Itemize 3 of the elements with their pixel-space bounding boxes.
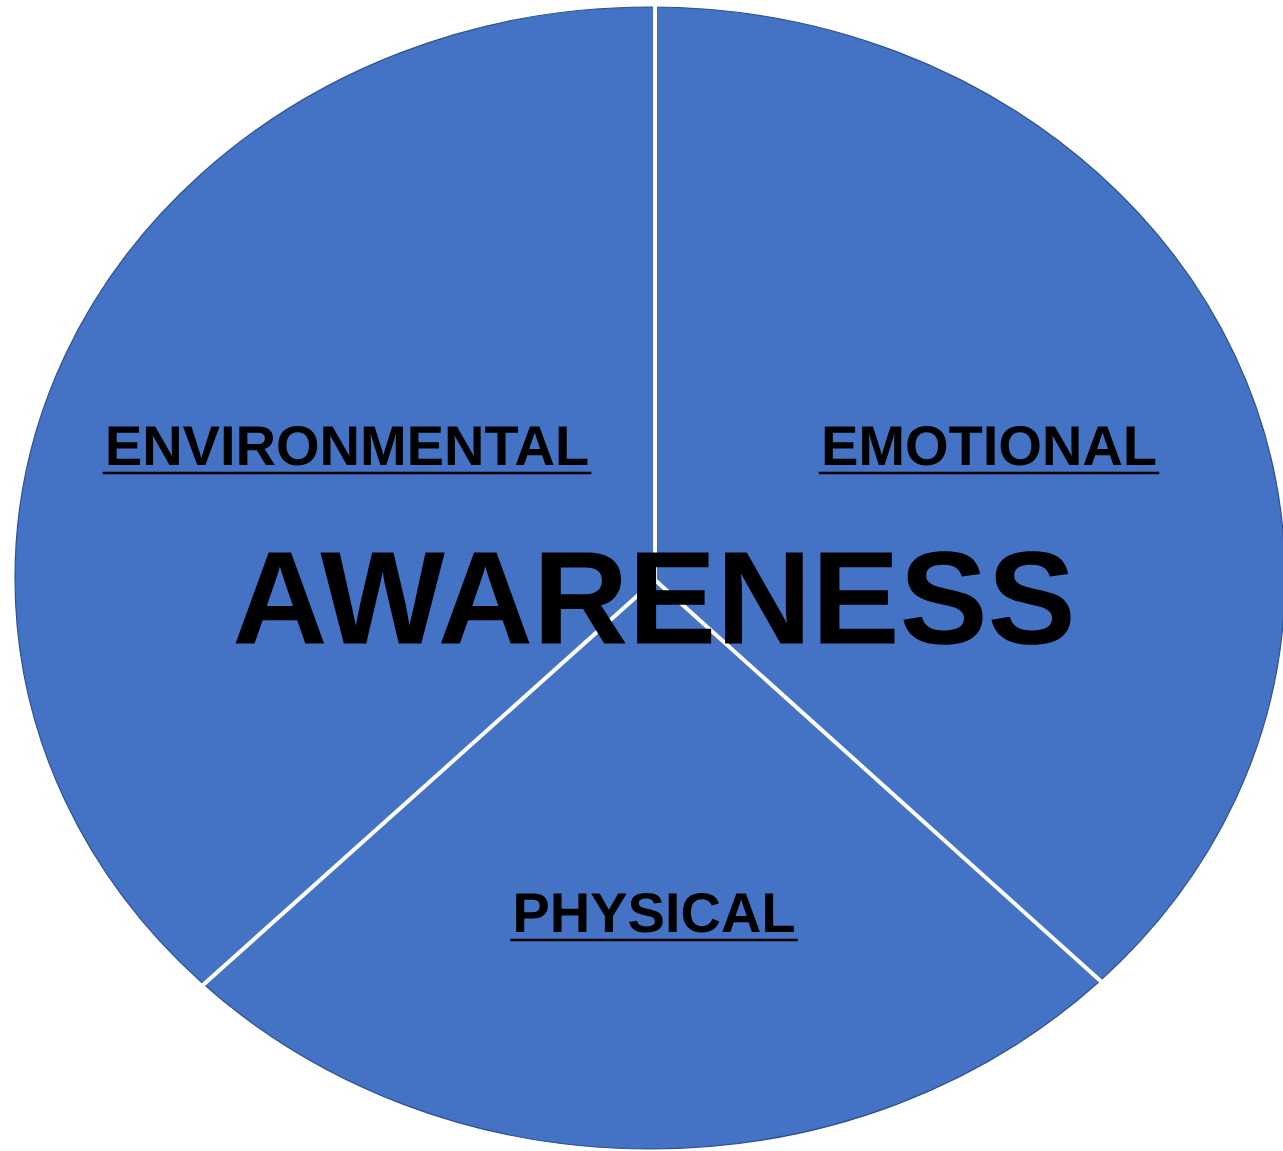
sector-label: PHYSICAL [510,892,798,942]
sector-label: EMOTIONAL [818,425,1160,475]
sector-label: ENVIRONMENTAL [102,425,592,475]
